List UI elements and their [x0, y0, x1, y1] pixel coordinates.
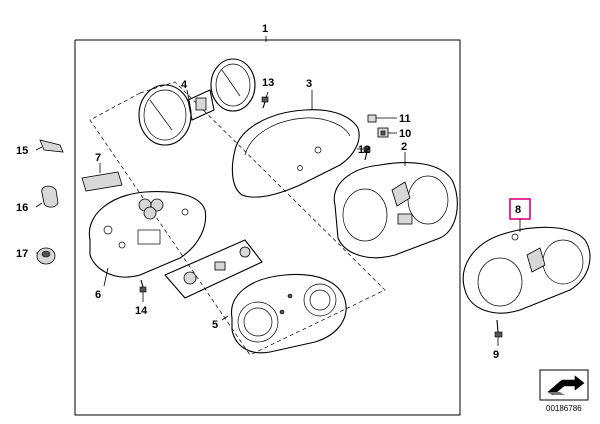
callout-13: 13: [262, 77, 274, 89]
callout-16: 16: [16, 202, 28, 214]
housing-cover: [231, 109, 360, 198]
callout-8: 8: [515, 204, 521, 216]
callout-4-leader: [186, 89, 191, 106]
callout-2: 2: [401, 141, 407, 153]
screw-12: [363, 146, 371, 161]
callout-3: 3: [306, 78, 312, 90]
screw-9: [494, 319, 503, 338]
callout-11: 11: [399, 113, 411, 125]
clip-10: [377, 127, 389, 138]
callout-15: 15: [16, 145, 28, 157]
rear-housing-6: [88, 191, 207, 278]
callout-5-leader: [221, 315, 229, 321]
clamp-16: [41, 185, 59, 208]
label-strip-7: [81, 171, 123, 192]
callout-17: 17: [16, 248, 28, 260]
screw-13: [261, 96, 269, 109]
callout-16-leader: [35, 202, 43, 208]
callout-6: 6: [95, 289, 101, 301]
bezel-2: [333, 162, 458, 259]
bezel-8: [462, 226, 591, 314]
callout-7: 7: [95, 152, 101, 164]
document-id: 00186786: [546, 404, 582, 413]
callout-5: 5: [212, 319, 218, 331]
callout-1: 1: [262, 23, 268, 35]
callout-12: 12: [358, 144, 370, 156]
twin-gauge-housing: [138, 58, 256, 146]
assembly-frame: [74, 39, 461, 416]
subassembly-dashed-frame: [89, 81, 386, 356]
grommet-17: [36, 247, 56, 265]
instrument-board-5: [164, 239, 347, 354]
callout-14: 14: [135, 305, 148, 317]
callout-10: 10: [399, 128, 411, 140]
connector-15: [39, 139, 64, 153]
callout-13-leader: [265, 91, 269, 99]
nut-11: [367, 114, 377, 123]
callout-9: 9: [493, 349, 499, 361]
arrow-forward-icon[interactable]: [539, 369, 589, 401]
screw-14: [139, 279, 147, 293]
callout-15-leader: [35, 146, 43, 151]
callout-4: 4: [181, 79, 188, 91]
callout-6-leader: [103, 267, 109, 287]
